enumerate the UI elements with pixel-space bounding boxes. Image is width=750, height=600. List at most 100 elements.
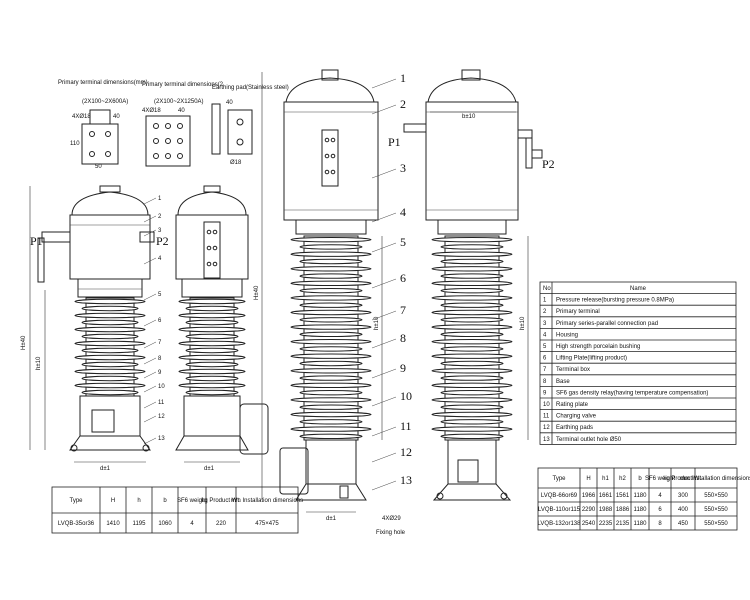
pressure-release bbox=[99, 185, 121, 193]
p2-label: P2 bbox=[542, 157, 555, 171]
spec-cell: LVQB-132or138 bbox=[538, 521, 582, 527]
terminal-pad-1-holes bbox=[89, 131, 111, 157]
callout-number: 9 bbox=[158, 370, 162, 376]
dim-label: 40 bbox=[178, 108, 185, 114]
parts-row-no: 7 bbox=[543, 367, 547, 373]
callout-number: 12 bbox=[400, 445, 412, 459]
bushing-sheds bbox=[431, 235, 513, 441]
callout-number: 2 bbox=[400, 97, 406, 111]
dim-b: b±10 bbox=[462, 114, 476, 120]
parts-header-no: No bbox=[543, 286, 551, 292]
housing-body bbox=[175, 214, 249, 280]
callout-leader bbox=[143, 215, 157, 223]
spec-header-cell: Type bbox=[69, 498, 83, 504]
spec-cell: 550×550 bbox=[704, 521, 728, 527]
bushing-shed bbox=[185, 319, 239, 326]
fixing-label: Fixing hole bbox=[376, 530, 406, 536]
bushing-shed bbox=[290, 397, 372, 403]
spec-cell: 550×550 bbox=[704, 493, 728, 499]
earthing-pad-side bbox=[211, 103, 221, 155]
small-transformer-front: P1 P2 H±40 h±10 d±1 bbox=[21, 185, 169, 472]
bushing-core bbox=[189, 297, 235, 397]
callout-number: 1 bbox=[400, 71, 406, 85]
housing-body bbox=[283, 101, 379, 221]
parts-row-name: Charging valve bbox=[556, 414, 597, 420]
bushing-shed bbox=[299, 273, 363, 279]
terminal-box bbox=[279, 447, 309, 495]
callout-number: 4 bbox=[400, 205, 406, 219]
bushing-shed bbox=[440, 258, 504, 265]
bushing-shed bbox=[185, 305, 239, 312]
callout-leader bbox=[371, 212, 397, 223]
spec-cell: 1060 bbox=[158, 521, 172, 527]
parts-row-name: Housing bbox=[556, 332, 578, 338]
spec-cell: 550×550 bbox=[704, 507, 728, 513]
bushing-shed bbox=[299, 404, 363, 410]
callout-leader bbox=[371, 480, 397, 491]
bushing-shed bbox=[440, 404, 504, 410]
bushing-shed bbox=[178, 340, 246, 347]
terminal-box bbox=[239, 403, 269, 455]
dim-label: 110 bbox=[70, 141, 80, 147]
pressure-release bbox=[321, 69, 339, 81]
housing-bottom-ring bbox=[77, 278, 143, 298]
callout-leader bbox=[143, 357, 157, 365]
bushing-shed bbox=[440, 302, 504, 308]
callout-leader bbox=[371, 104, 397, 115]
spec-header-cell: H bbox=[111, 498, 115, 504]
bushing-shed bbox=[440, 419, 504, 425]
bushing-shed bbox=[178, 298, 246, 305]
primary-terminal-p2 bbox=[139, 231, 155, 243]
base-feet bbox=[69, 435, 151, 451]
dim-H: H±40 bbox=[21, 335, 27, 350]
bushing-shed bbox=[431, 236, 513, 243]
parts-row-no: 6 bbox=[543, 356, 547, 362]
spec-header-cell: Type bbox=[552, 476, 566, 482]
bushing-shed bbox=[431, 266, 513, 272]
bushing-shed bbox=[74, 298, 146, 305]
callout-leader bbox=[371, 338, 397, 349]
spec-header-cell: h bbox=[137, 498, 140, 504]
spec-cell: 2235 bbox=[599, 521, 613, 527]
spec-header-cell: b bbox=[163, 498, 167, 504]
callout-number: 13 bbox=[158, 436, 165, 442]
callout-number: 10 bbox=[158, 384, 165, 390]
primary-terminal-p1 bbox=[403, 123, 427, 133]
bushing-shed bbox=[178, 354, 246, 361]
detail-range-a: (2X100~2X600A) bbox=[82, 99, 128, 105]
parts-row-no: 1 bbox=[543, 298, 547, 304]
callout-number: 6 bbox=[158, 318, 162, 324]
callout-leader bbox=[371, 242, 397, 253]
bushing-shed bbox=[431, 382, 513, 389]
spec-cell: 1561 bbox=[616, 493, 630, 499]
pressure-release bbox=[461, 69, 481, 81]
detail-title-3: Earthing pad(Stainless steel) bbox=[212, 85, 289, 91]
spec-header-cell: h2 bbox=[619, 476, 626, 482]
bushing-shed bbox=[81, 319, 139, 326]
earthing-pad bbox=[227, 109, 253, 155]
primary-terminal bbox=[203, 221, 221, 279]
bushing-shed bbox=[431, 280, 513, 287]
dim-label: 40 bbox=[113, 114, 120, 120]
spec-cell: 1180 bbox=[634, 493, 648, 499]
callout-leader bbox=[371, 396, 397, 407]
parts-row-name: Earthing pads bbox=[556, 425, 593, 431]
parts-row-no: 13 bbox=[543, 437, 550, 443]
bushing-shed bbox=[185, 375, 239, 382]
bushing-shed bbox=[440, 317, 504, 323]
bushing-shed bbox=[431, 251, 513, 257]
spec-cell: 1966 bbox=[582, 493, 596, 499]
terminal-pad-2 bbox=[145, 115, 191, 167]
spec-cell: 475×475 bbox=[255, 521, 279, 527]
terminal-holes bbox=[324, 137, 336, 175]
parts-header-name: Name bbox=[630, 286, 647, 292]
spec-cell: 6 bbox=[658, 507, 662, 513]
bushing-shed bbox=[185, 389, 239, 396]
bushing-shed bbox=[178, 368, 246, 375]
callout-number: 3 bbox=[400, 161, 406, 175]
earthing-hole bbox=[236, 118, 244, 126]
callout-number: 7 bbox=[400, 303, 406, 317]
housing-dome bbox=[427, 77, 517, 103]
bushing-shed bbox=[299, 258, 363, 265]
